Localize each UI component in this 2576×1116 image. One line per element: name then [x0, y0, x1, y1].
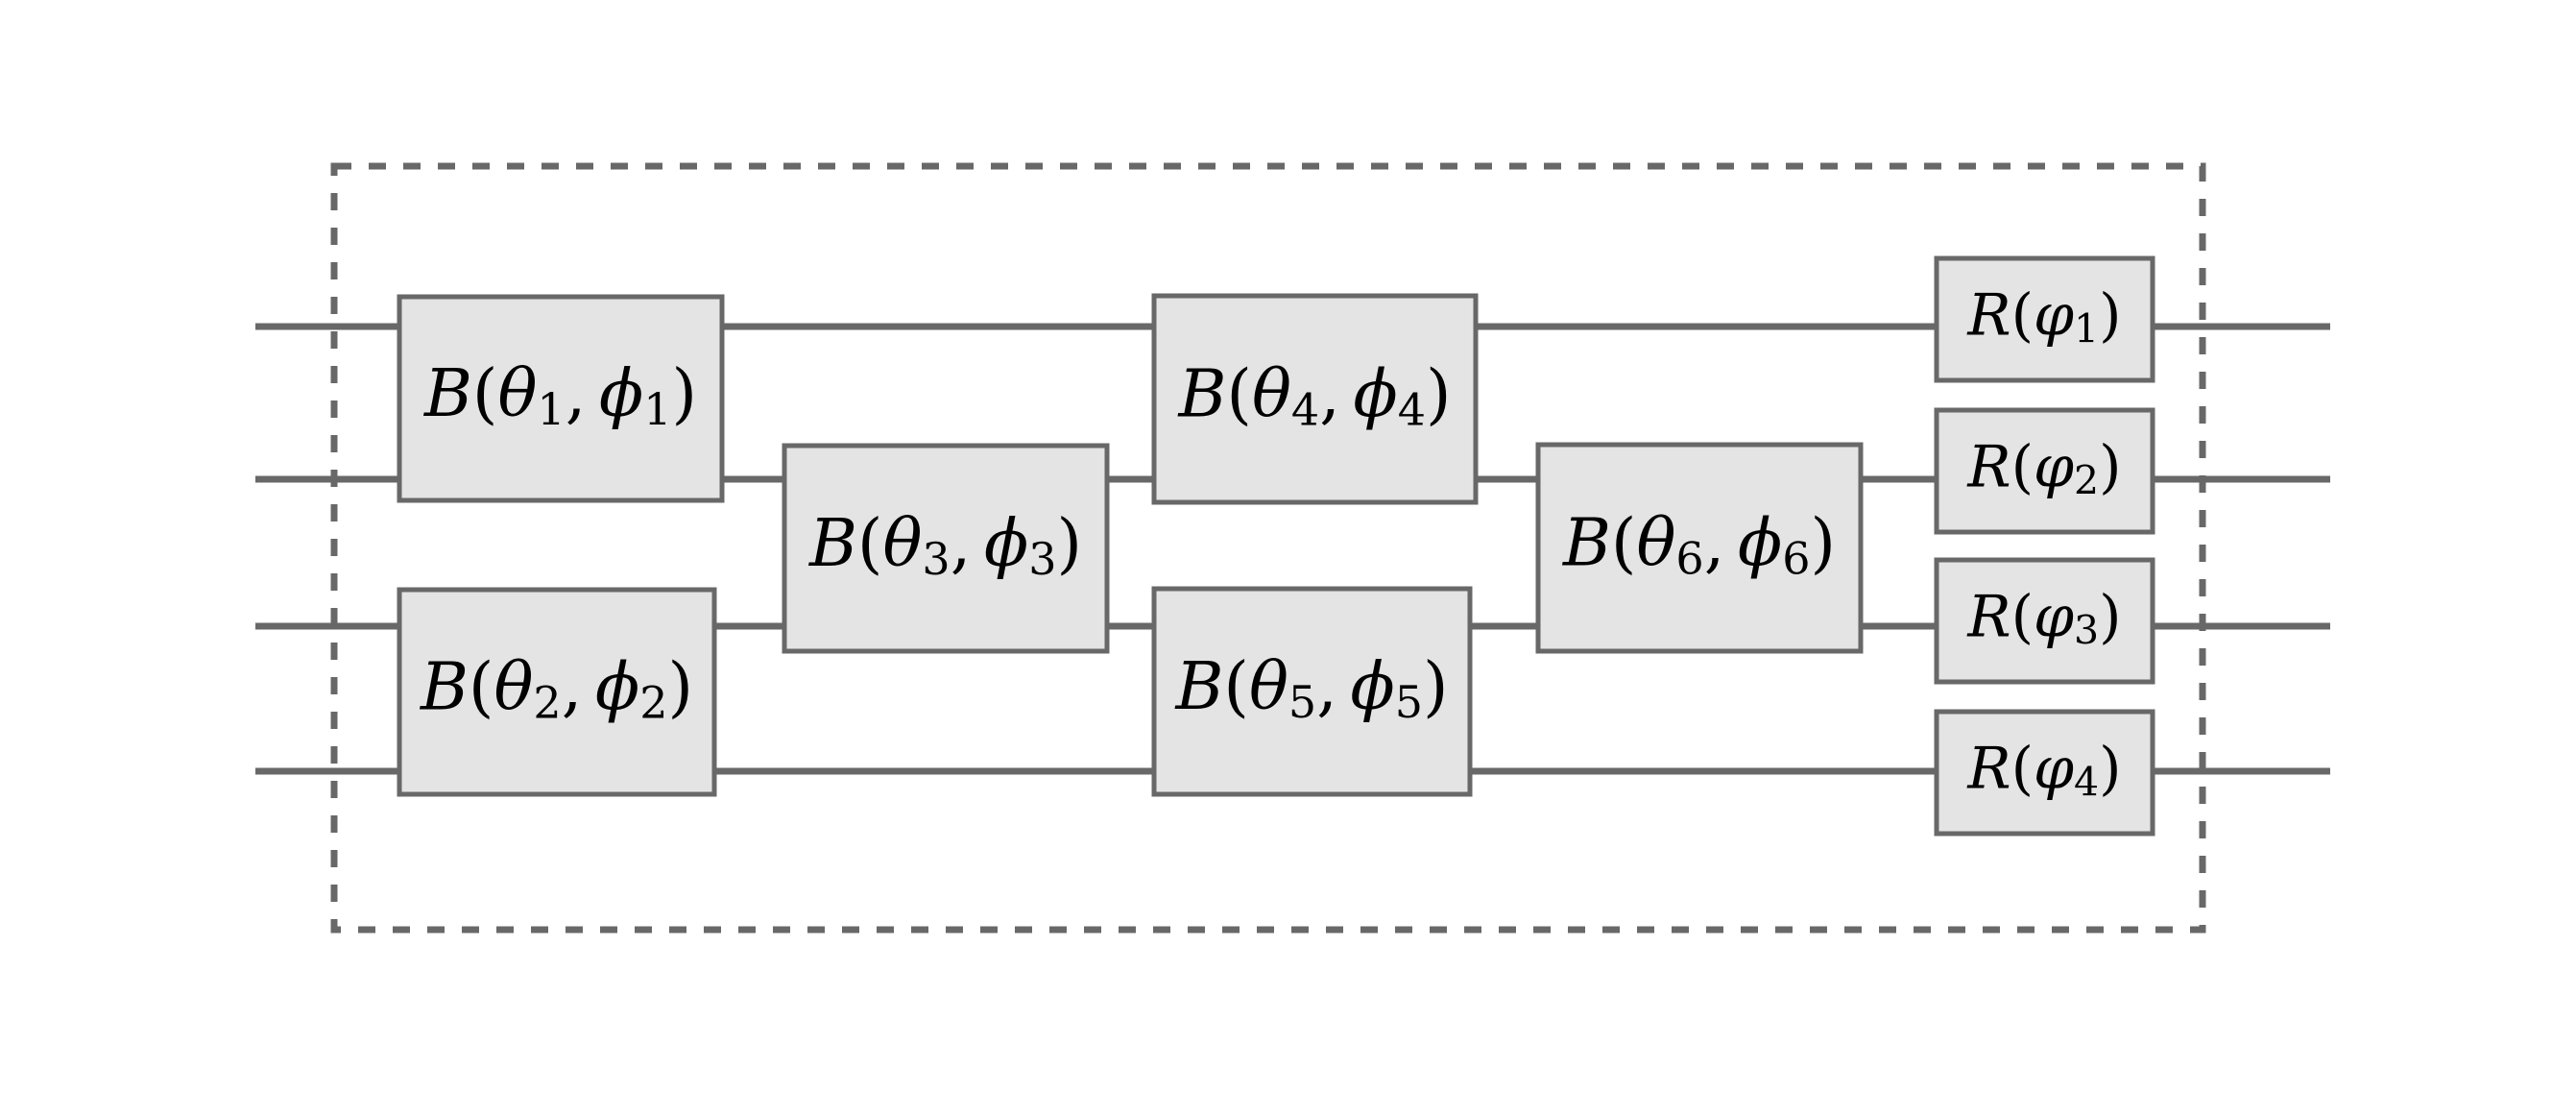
gate-box-b4[interactable] [1151, 293, 1479, 505]
gate-label-b5: B(θ5, ϕ5) [1173, 649, 1448, 729]
gate-box-b2[interactable] [397, 587, 717, 797]
gate-label-b1: B(θ1, ϕ1) [422, 356, 697, 436]
gate-box-r2[interactable] [1934, 407, 2155, 535]
beamsplitter-gate-b3[interactable]: B(θ3, ϕ3) [782, 443, 1110, 654]
dashed-boundary-rect [330, 162, 2206, 934]
gate-label-b4: B(θ4, ϕ4) [1176, 356, 1451, 436]
gate-box-r1[interactable] [1934, 255, 2155, 383]
phase-shifter-gate-r2[interactable]: R(φ2) [1934, 407, 2155, 535]
beamsplitter-gate-b4[interactable]: B(θ4, ϕ4) [1151, 293, 1479, 505]
gate-label-b6: B(θ6, ϕ6) [1561, 505, 1836, 585]
phase-shifter-gate-r1[interactable]: R(φ1) [1934, 255, 2155, 383]
gate-box-r3[interactable] [1934, 557, 2155, 685]
gate-label-r4: R(φ4) [1966, 735, 2121, 805]
phase-shifter-gate-r3[interactable]: R(φ3) [1934, 557, 2155, 685]
dashed-boundary-layer [330, 162, 2206, 934]
gates-layer: B(θ1, ϕ1) B(θ2, ϕ2) B(θ3, ϕ3) B(θ4, ϕ4) B(θ5… [397, 255, 2155, 837]
gate-box-r4[interactable] [1934, 709, 2155, 837]
gate-label-r2: R(φ2) [1966, 433, 2121, 503]
gate-box-b3[interactable] [782, 443, 1110, 654]
gate-label-b2: B(θ2, ϕ2) [419, 649, 693, 729]
gate-box-b5[interactable] [1151, 586, 1473, 797]
beamsplitter-gate-b6[interactable]: B(θ6, ϕ6) [1535, 442, 1864, 654]
gate-box-b1[interactable] [397, 294, 725, 503]
gate-label-r3: R(φ3) [1966, 583, 2121, 653]
gate-label-b3: B(θ3, ϕ3) [807, 506, 1082, 586]
beamsplitter-gate-b1[interactable]: B(θ1, ϕ1) [397, 294, 725, 503]
phase-shifter-gate-r4[interactable]: R(φ4) [1934, 709, 2155, 837]
gate-label-r1: R(φ1) [1966, 281, 2121, 352]
beamsplitter-gate-b2[interactable]: B(θ2, ϕ2) [397, 587, 717, 797]
beamsplitter-gate-b5[interactable]: B(θ5, ϕ5) [1151, 586, 1473, 797]
gate-box-b6[interactable] [1535, 442, 1864, 654]
